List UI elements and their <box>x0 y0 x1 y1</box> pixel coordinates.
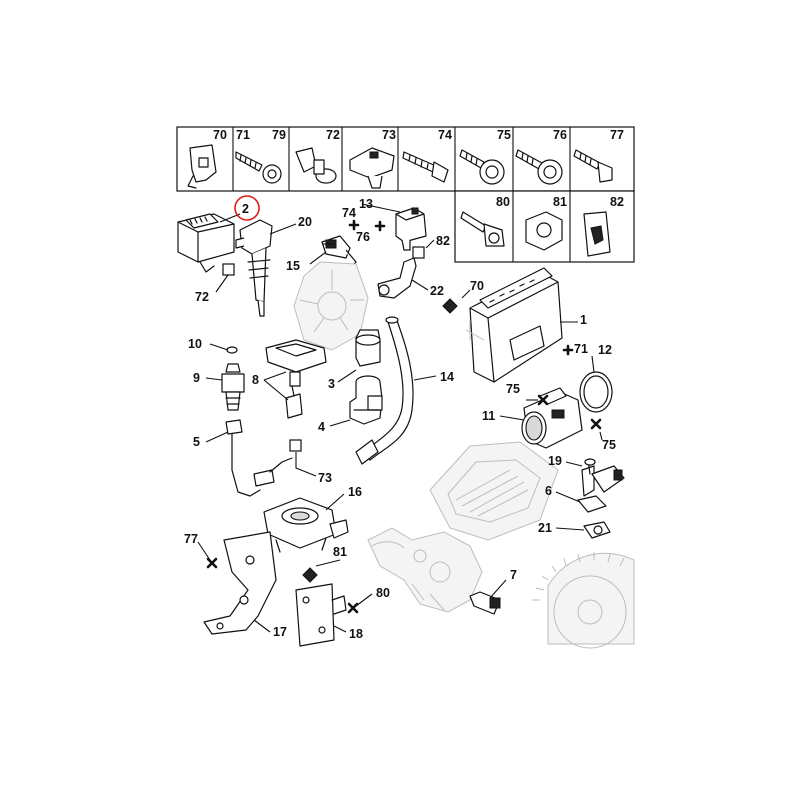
callout-15: 15 <box>286 259 300 273</box>
table-label-81: 81 <box>553 195 567 209</box>
marker-square-81 <box>302 567 318 583</box>
tag-square-72 <box>222 263 235 276</box>
table-label-82: 82 <box>610 195 624 209</box>
callout-5: 5 <box>193 435 200 449</box>
valve-4-part <box>349 375 383 425</box>
callout-8: 8 <box>252 373 259 387</box>
table-label-75: 75 <box>497 128 511 142</box>
preheat-relay-part <box>177 213 235 273</box>
screw-71-icon <box>235 151 282 184</box>
table-label-73: 73 <box>382 128 396 142</box>
nut-81-icon <box>525 211 563 251</box>
marker-square-70 <box>442 298 458 314</box>
screw-77-icon <box>573 149 613 183</box>
callout-9: 9 <box>193 371 200 385</box>
callout-13: 13 <box>359 197 373 211</box>
engine-block-faint <box>367 527 483 613</box>
bracket-17-part <box>203 531 277 635</box>
callout-1: 1 <box>580 313 587 327</box>
callout-22: 22 <box>430 284 444 298</box>
callout-labels: 2 20 13 74 76 82 15 72 22 70 1 71 12 10 … <box>184 197 616 641</box>
callout-20: 20 <box>298 215 312 229</box>
callout-6: 6 <box>545 484 552 498</box>
callout-19: 19 <box>548 454 562 468</box>
hose-14-part <box>355 316 414 465</box>
callout-10: 10 <box>188 337 202 351</box>
solenoid-8-part <box>265 339 327 419</box>
clip-70-icon <box>187 144 217 189</box>
seal-ring-12 <box>579 371 613 413</box>
table-label-70: 70 <box>213 128 227 142</box>
callout-4: 4 <box>318 420 325 434</box>
flywheel-faint <box>532 552 635 649</box>
camshaft-sensor-part <box>321 235 357 267</box>
callout-72: 72 <box>195 290 209 304</box>
crank-sensor-part <box>577 458 625 513</box>
tag-square-73 <box>289 439 302 452</box>
leader-lines <box>197 203 603 633</box>
callout-21: 21 <box>538 521 552 535</box>
bolt-76-icon <box>515 149 563 185</box>
bracket-22-part <box>377 257 417 299</box>
callout-11: 11 <box>482 409 495 423</box>
callout-17: 17 <box>273 625 287 639</box>
injector-part <box>235 219 273 317</box>
table-label-76: 76 <box>553 128 567 142</box>
airflow-meter-part <box>521 387 583 449</box>
table-label-80: 80 <box>496 195 510 209</box>
pressure-sensor-part <box>395 207 427 251</box>
callout-18: 18 <box>349 627 363 641</box>
callout-7: 7 <box>510 568 517 582</box>
callout-80: 80 <box>376 586 390 600</box>
harness-5-part <box>225 419 293 497</box>
table-label-79: 79 <box>272 128 286 142</box>
fastener-table: 70 71 79 72 73 74 75 76 77 80 81 82 <box>176 126 635 263</box>
cross-markers <box>206 219 602 614</box>
clip-nut-73-icon <box>349 147 395 189</box>
callout-16: 16 <box>348 485 362 499</box>
callout-82: 82 <box>436 234 450 248</box>
table-label-77: 77 <box>610 128 624 142</box>
callout-75-top: 75 <box>506 382 520 396</box>
target-wheel-faint <box>293 261 369 351</box>
clip-82-icon <box>583 211 611 257</box>
callout-76: 76 <box>356 230 370 244</box>
gasket-21 <box>583 521 611 539</box>
bolt-80-icon <box>460 211 505 247</box>
callout-14: 14 <box>440 370 454 384</box>
callout-3: 3 <box>328 377 335 391</box>
engine-cover-faint <box>429 441 559 541</box>
callout-77: 77 <box>184 532 198 546</box>
table-label-74: 74 <box>438 128 452 142</box>
rivet-72-icon <box>295 147 337 184</box>
callout-71: 71 <box>574 342 588 356</box>
callout-73: 73 <box>318 471 332 485</box>
table-label-71: 71 <box>236 128 250 142</box>
callout-74: 74 <box>342 206 356 220</box>
cover-3-part <box>355 329 381 367</box>
highlight-circle <box>234 195 260 221</box>
callout-2: 2 <box>242 202 249 216</box>
bolt-75-icon <box>459 149 505 185</box>
callout-81: 81 <box>333 545 347 559</box>
temp-sender-7-part <box>469 591 501 615</box>
tag-square-82 <box>412 246 425 259</box>
screw-74-icon <box>402 151 449 183</box>
plate-18-part <box>295 583 347 647</box>
callout-70: 70 <box>470 279 484 293</box>
ecu-part <box>465 267 563 383</box>
callout-75-right: 75 <box>602 438 616 452</box>
engine-mount-16 <box>263 497 349 553</box>
callout-12: 12 <box>598 343 612 357</box>
table-label-72: 72 <box>326 128 340 142</box>
temp-sensor-part <box>221 346 245 411</box>
